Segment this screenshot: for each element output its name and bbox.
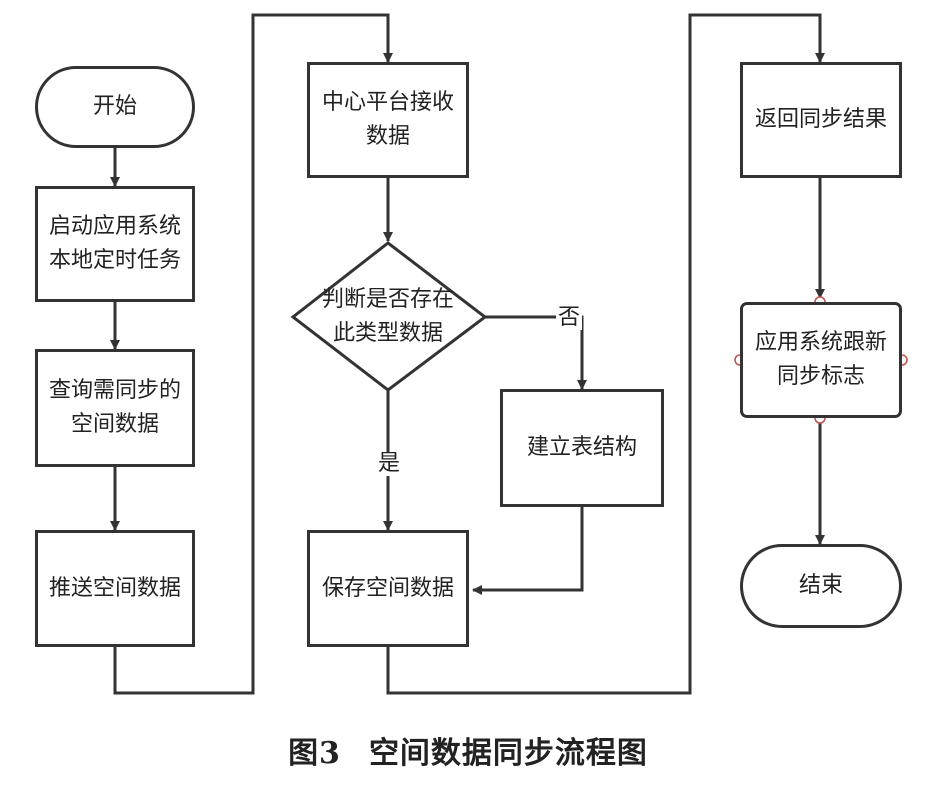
update-flag-node: 应用系统跟新同步标志: [740, 302, 902, 418]
return-result-label: 返回同步结果: [754, 107, 887, 132]
save-data-label: 保存空间数据: [321, 575, 454, 601]
save-data-node: 保存空间数据: [307, 530, 469, 647]
push-data-label: 推送空间数据: [48, 575, 181, 601]
center-receive-node: 中心平台接收数据: [307, 62, 469, 178]
center-receive-label: 中心平台接收数据: [321, 90, 454, 149]
decision-label-box: 判断是否存在此类型数据: [300, 283, 476, 351]
launch-timer-label: 启动应用系统本地定时任务: [48, 214, 181, 273]
figure-caption: 图3 空间数据同步流程图: [0, 728, 936, 772]
create-table-label: 建立表结构: [526, 435, 637, 460]
edge-label-no: 否: [556, 305, 583, 330]
return-result-node: 返回同步结果: [740, 62, 902, 178]
update-flag-label: 应用系统跟新同步标志: [754, 330, 887, 389]
query-data-node: 查询需同步的空间数据: [35, 349, 195, 467]
create-table-node: 建立表结构: [500, 389, 664, 507]
query-data-label: 查询需同步的空间数据: [48, 378, 181, 437]
start-terminal: 开始: [35, 66, 195, 148]
end-label: 结束: [798, 573, 843, 598]
decision-label: 判断是否存在此类型数据: [321, 287, 454, 346]
start-label: 开始: [92, 94, 137, 119]
figure-number: 图3: [288, 736, 341, 771]
edge-label-yes: 是: [376, 451, 403, 476]
edge-create-to-save: [472, 507, 584, 595]
edge-save-to-return: [386, 13, 825, 695]
push-data-node: 推送空间数据: [35, 530, 195, 647]
end-terminal: 结束: [740, 544, 902, 628]
figure-title: 空间数据同步流程图: [368, 736, 648, 771]
edge-push-to-center: [113, 13, 393, 695]
launch-timer-node: 启动应用系统本地定时任务: [35, 186, 195, 302]
